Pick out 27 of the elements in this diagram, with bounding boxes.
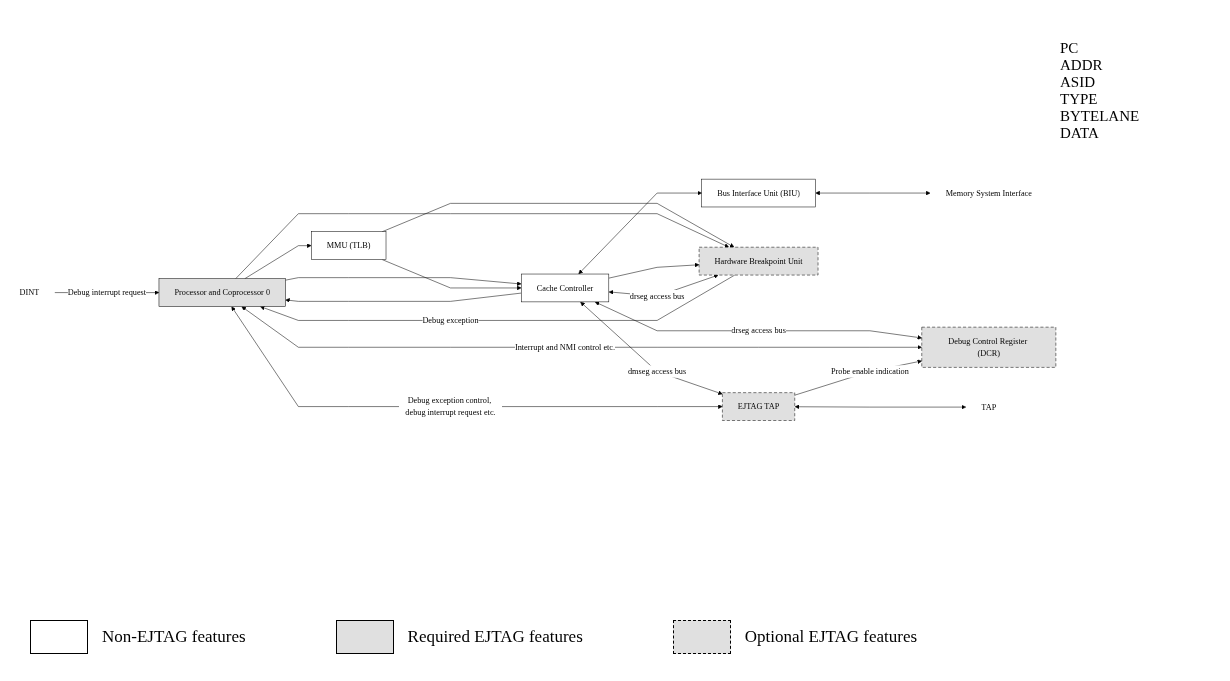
edge-label: drseg access bus xyxy=(629,291,685,301)
legend-text: Non-EJTAG features xyxy=(102,627,246,647)
node-box: EJTAG TAP xyxy=(722,392,795,421)
signal-name: ADDR xyxy=(1060,57,1104,74)
node-box: Hardware Breakpoint Unit xyxy=(698,246,819,276)
node-box: Bus Interface Unit (BIU) xyxy=(701,178,816,208)
node-text: DINT xyxy=(19,287,40,297)
signal-name: ASID xyxy=(1060,74,1096,91)
node-box: MMU (TLB) xyxy=(311,231,387,260)
edge-label: dmseg access bus xyxy=(628,366,687,376)
edge-label: Probe enable indication xyxy=(830,366,909,376)
edge-label: drseg access bus xyxy=(731,326,786,335)
node-box: Processor and Coprocessor 0 xyxy=(158,278,286,307)
edge-label: Debug exception xyxy=(422,315,479,325)
node-text: TAP xyxy=(981,402,997,412)
signal-name: TYPE xyxy=(1060,91,1099,108)
node-box: Cache Controller xyxy=(521,273,610,303)
edge-label: Interrupt and NMI control etc. xyxy=(514,342,616,352)
signal-name: DATA xyxy=(1060,125,1100,142)
legend-text: Optional EJTAG features xyxy=(744,627,918,647)
signal-name: BYTELANE xyxy=(1060,108,1141,125)
node-box: Debug Control Register (DCR) xyxy=(921,326,1057,368)
edge-label: Debug interrupt request xyxy=(67,287,147,297)
edge-label: Debug exception control, debug interrupt request etc. xyxy=(405,395,496,417)
legend-text: Required EJTAG features xyxy=(407,627,583,647)
signal-name: PC xyxy=(1060,40,1080,57)
node-text: Memory System Interface xyxy=(945,188,1032,198)
